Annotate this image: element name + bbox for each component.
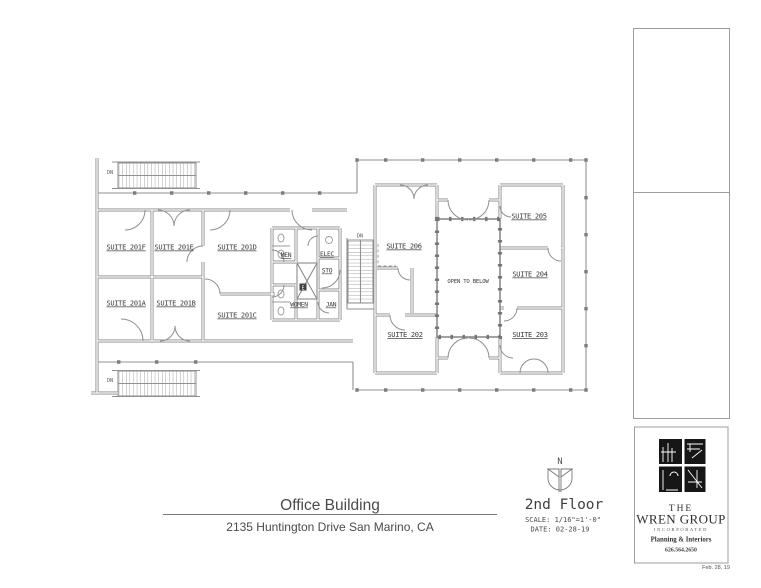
stair-top-left: [117, 162, 197, 189]
label-dn-bottom-stair: DN: [107, 378, 113, 384]
label-elec: ELEC: [320, 251, 334, 258]
firm-the: THE: [669, 504, 693, 514]
label-suite-201d: SUITE 201D: [217, 244, 256, 252]
label-dn-middle-stair: DN: [357, 234, 363, 240]
restroom-fixtures: [272, 233, 333, 316]
north-label: N: [557, 457, 562, 467]
label-suite-203: SUITE 203: [512, 331, 547, 339]
firm-name: WREN GROUP: [636, 512, 726, 527]
scale-note: SCALE: 1/16"=1'-0": [525, 516, 601, 524]
title-block: Office Building 2135 Huntington Drive Sa…: [163, 497, 497, 534]
stair-bottom-left: [117, 370, 197, 397]
label-dn-top-stair: DN: [107, 170, 113, 176]
overhead-dashed-line: [377, 244, 396, 267]
label-suite-201a: SUITE 201A: [106, 300, 146, 308]
label-suite-204: SUITE 204: [512, 271, 547, 279]
logo-cell: [659, 439, 682, 464]
floor-info: 2nd Floor SCALE: 1/16"=1'-0" DATE: 02-28…: [525, 497, 604, 534]
firm-incorporated: INCORPORATED: [654, 527, 708, 532]
open-to-below-atrium: [434, 216, 503, 340]
north-arrow: N: [546, 457, 574, 492]
label-suite-201e: SUITE 201E: [154, 244, 193, 252]
door-arcs: [120, 184, 562, 374]
building-address: 2135 Huntington Drive San Marino, CA: [226, 520, 433, 534]
stair-middle: [347, 239, 374, 304]
label-suite-201c: SUITE 201C: [217, 312, 256, 320]
panel-label: E: [301, 285, 304, 291]
firm-tagline: Planning & Interiors: [651, 537, 712, 544]
label-men: MEN: [281, 252, 292, 259]
elevator-shaft: [296, 262, 318, 300]
date-note: DATE: 02-28-19: [530, 526, 589, 534]
label-jan: JAN: [326, 302, 337, 309]
label-suite-201b: SUITE 201B: [156, 300, 195, 308]
room-labels: SUITE 201F SUITE 201E SUITE 201D SUITE 2…: [106, 170, 548, 384]
label-suite-202: SUITE 202: [387, 331, 422, 339]
firm-phone: 626.564.2650: [665, 548, 697, 554]
north-compass-icon: [546, 468, 574, 478]
label-open-to-below: OPEN TO BELOW: [447, 279, 489, 285]
floor-name: 2nd Floor: [525, 497, 604, 513]
firm-box: [634, 426, 729, 564]
logo-cell: [684, 439, 706, 464]
label-suite-205: SUITE 205: [511, 213, 546, 221]
label-suite-206: SUITE 206: [386, 243, 421, 251]
electrical-panel: E: [299, 283, 307, 291]
logo-cell: [659, 466, 682, 492]
label-suite-201f: SUITE 201F: [106, 244, 145, 252]
strip-box-upper: [633, 28, 730, 419]
firm-logo: [659, 439, 706, 492]
title-strip: THE WREN GROUP INCORPORATED Planning & I…: [633, 28, 730, 571]
label-women: WOMEN: [290, 302, 308, 309]
label-sto: STO: [322, 268, 333, 275]
firm-date-note: Feb. 28, 19: [702, 565, 730, 571]
building-name: Office Building: [280, 497, 380, 514]
